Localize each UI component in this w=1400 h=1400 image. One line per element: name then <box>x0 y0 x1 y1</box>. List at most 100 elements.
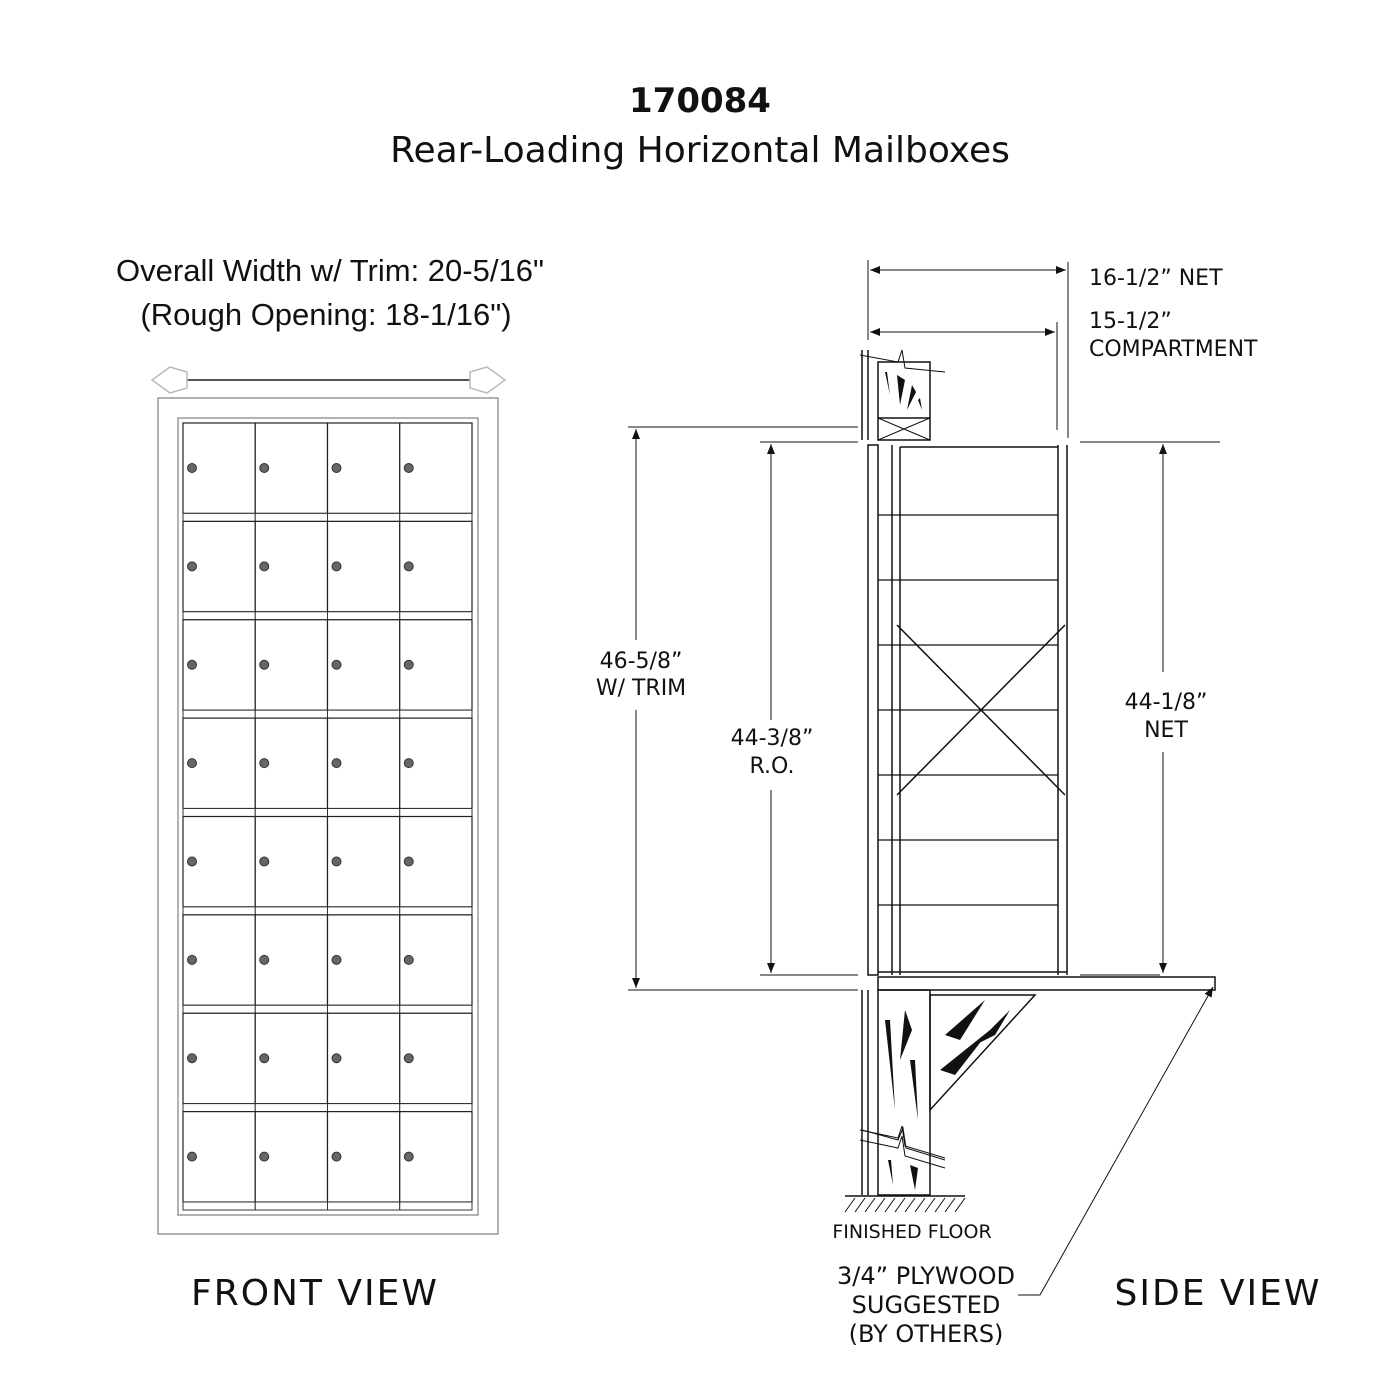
hatch-line <box>934 1197 946 1213</box>
lock-icon <box>331 856 342 867</box>
lock-icon <box>187 463 197 473</box>
wood-grain-bracket <box>940 1000 1010 1075</box>
mailbox-door <box>254 619 329 719</box>
mailbox-door <box>182 520 256 621</box>
mailbox-door <box>254 422 329 522</box>
trim-height-value: 46-5/8” <box>600 649 683 674</box>
mailbox-door <box>254 717 329 817</box>
lock-icon <box>259 1151 270 1162</box>
wood-grain-lower <box>885 1010 918 1190</box>
lock-icon <box>187 954 197 965</box>
plywood-label-line3: (BY OTHERS) <box>849 1320 1004 1348</box>
hatch-line <box>944 1197 956 1213</box>
lock-icon <box>403 1151 414 1162</box>
front-view-label: FRONT VIEW <box>191 1273 439 1314</box>
width-arrow <box>150 366 507 394</box>
mailbox-door <box>399 520 473 621</box>
lock-icon <box>331 561 342 572</box>
lock-icon <box>331 954 342 965</box>
hatch-line <box>884 1197 896 1213</box>
hatch-line <box>864 1197 876 1213</box>
plywood-label-line1: 3/4” PLYWOOD <box>837 1262 1015 1290</box>
hatch-line <box>874 1197 886 1213</box>
mailbox-door <box>182 815 256 916</box>
lock-icon <box>259 1053 270 1064</box>
lock-icon <box>403 856 414 867</box>
lock-icon <box>187 561 197 572</box>
support-bracket <box>929 994 1037 1112</box>
hatch-line <box>844 1197 856 1213</box>
lock-icon <box>331 659 342 670</box>
mailbox-door <box>326 422 401 522</box>
ro-height-value: 44-3/8” <box>731 726 814 751</box>
lock-icon <box>259 561 270 572</box>
lock-icon <box>259 954 270 965</box>
rough-opening-outline <box>177 417 479 1216</box>
side-view-label: SIDE VIEW <box>1115 1273 1322 1314</box>
mailbox-door <box>326 914 401 1014</box>
plywood-label-line2: SUGGESTED <box>852 1291 1001 1319</box>
mailbox-door <box>399 619 473 719</box>
compartment-width-value: 15-1/2” <box>1089 309 1172 334</box>
mailbox-door <box>326 1012 401 1113</box>
mailbox-door <box>254 815 329 916</box>
rough-opening-label: (Rough Opening: 18-1/16") <box>140 297 511 332</box>
hatch-line <box>854 1197 866 1213</box>
plywood-leader <box>1018 986 1214 1296</box>
mailbox-door <box>326 520 401 621</box>
lock-icon <box>403 561 414 572</box>
mailbox-door <box>182 422 256 522</box>
net-height-value: 44-1/8” <box>1125 690 1208 715</box>
lock-icon <box>331 463 342 473</box>
mailbox-door <box>399 717 473 817</box>
lock-icon <box>259 758 270 769</box>
mailbox-door <box>399 914 473 1014</box>
compartment-width-label: COMPARTMENT <box>1089 337 1258 362</box>
mailbox-door <box>254 1111 329 1211</box>
lock-icon <box>187 1053 197 1064</box>
hatch-line <box>924 1197 936 1213</box>
mailbox-door <box>399 1111 473 1211</box>
compartment-shelves <box>878 514 1058 906</box>
product-title: Rear-Loading Horizontal Mailboxes <box>390 130 1010 171</box>
overall-width-label: Overall Width w/ Trim: 20-5/16" <box>116 253 544 288</box>
mailbox-door <box>182 619 256 719</box>
mailbox-door <box>254 1012 329 1113</box>
lock-icon <box>331 1151 342 1162</box>
mailbox-door <box>326 1111 401 1211</box>
lock-icon <box>187 1151 197 1162</box>
finished-floor-label: FINISHED FLOOR <box>832 1221 991 1243</box>
lock-icon <box>403 659 414 670</box>
lock-icon <box>403 1053 414 1064</box>
net-height-label: NET <box>1144 718 1188 743</box>
mailbox-door <box>399 422 473 522</box>
mailbox-door <box>254 520 329 621</box>
mailbox-door <box>182 914 256 1014</box>
wood-grain-upper <box>885 372 922 410</box>
net-width-label: 16-1/2” NET <box>1089 266 1223 291</box>
wall-header-block <box>877 361 931 441</box>
lock-icon <box>259 659 270 670</box>
mailbox-door <box>254 914 329 1014</box>
lock-icon <box>403 954 414 965</box>
mailbox-door <box>399 815 473 916</box>
lock-icon <box>259 856 270 867</box>
front-view: Overall Width w/ Trim: 20-5/16" (Rough O… <box>116 253 544 1314</box>
lock-icon <box>403 758 414 769</box>
mailbox-door <box>326 717 401 817</box>
floor-hatch <box>844 1197 966 1213</box>
trim-height-label: W/ TRIM <box>596 676 686 701</box>
hatch-line <box>914 1197 926 1213</box>
mailbox-door <box>182 717 256 817</box>
lock-icon <box>259 463 270 473</box>
hatch-line <box>904 1197 916 1213</box>
lock-icon <box>187 856 197 867</box>
ro-height-label: R.O. <box>750 754 795 779</box>
trim-face <box>867 444 879 976</box>
hatch-line <box>954 1197 966 1213</box>
hatch-line <box>894 1197 906 1213</box>
trim-outline <box>157 397 499 1235</box>
cross-brace <box>896 624 1066 796</box>
lock-icon <box>331 1053 342 1064</box>
